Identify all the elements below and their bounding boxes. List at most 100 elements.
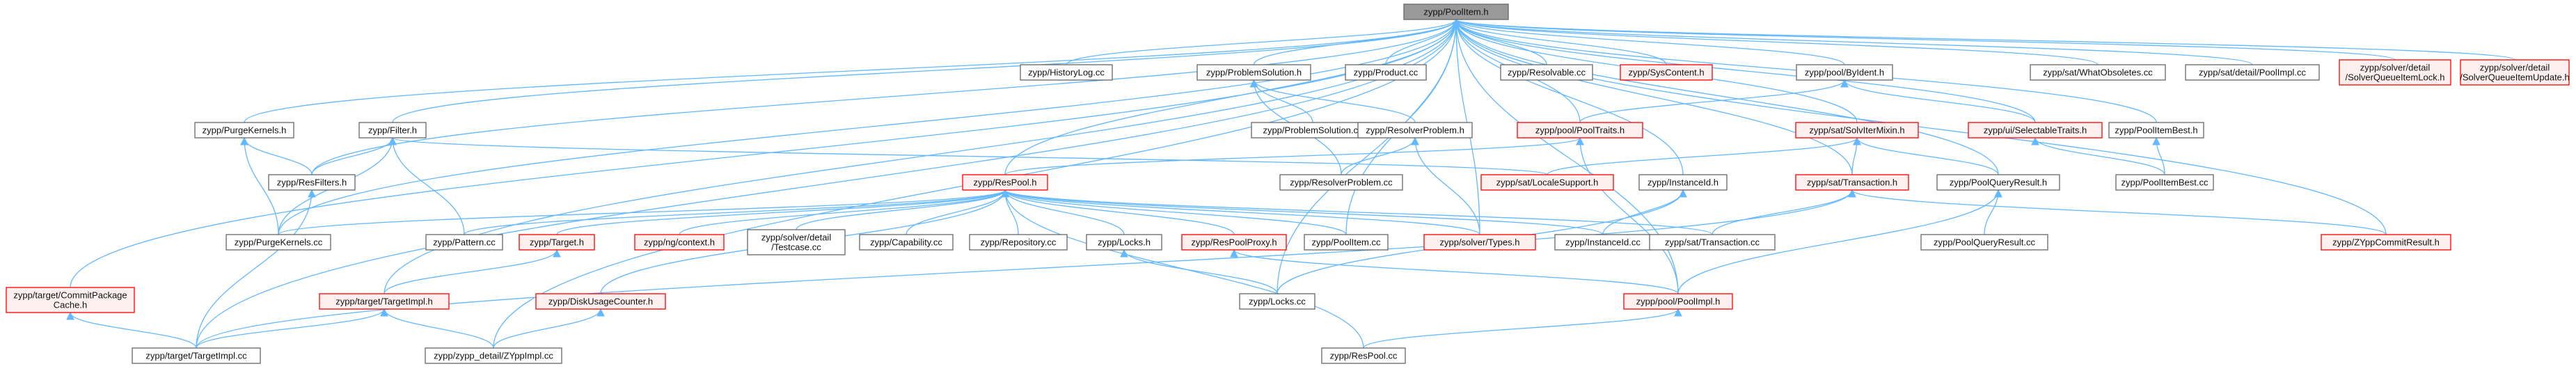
edge-pattern_cc-to-respool_h (464, 189, 1009, 235)
node-label: zypp/solver/Types.h (1440, 237, 1520, 248)
dependency-edge (2031, 136, 2165, 175)
node-zyppimpl_cc[interactable]: zypp/zypp_detail/ZYppImpl.cc (425, 347, 562, 364)
node-box (859, 234, 954, 251)
node-box (1480, 174, 1614, 191)
node-poolitembest_cc[interactable]: zypp/PoolItemBest.cc (2115, 174, 2214, 191)
node-instanceid_h[interactable]: zypp/InstanceId.h (1638, 174, 1728, 191)
edge-pooltraits_h-to-poolbyident_h (1579, 79, 1849, 123)
node-poolimpl_h[interactable]: zypp/pool/PoolImpl.h (1623, 293, 1733, 310)
dependency-edge (1712, 189, 1856, 235)
edge-problemsolution_h-to-root (1253, 18, 1460, 65)
node-resfilters_h[interactable]: zypp/ResFilters.h (268, 174, 356, 191)
node-solvitermixin_h[interactable]: zypp/sat/SolvIterMixin.h (1795, 122, 1919, 139)
node-label: zypp/Filter.h (368, 125, 417, 136)
node-label: zypp/ResolverProblem.cc (1290, 177, 1393, 188)
node-problemsolution_cc[interactable]: zypp/ProblemSolution.cc (1251, 122, 1375, 139)
node-filter_h[interactable]: zypp/Filter.h (358, 122, 427, 139)
node-respool_h[interactable]: zypp/ResPool.h (962, 174, 1048, 191)
dependency-edge (1579, 79, 1849, 123)
node-targetimpl_cc[interactable]: zypp/target/TargetImpl.cc (132, 347, 261, 364)
node-poolbyident_h[interactable]: zypp/pool/ByIdent.h (1796, 64, 1893, 81)
node-instanceid_cc[interactable]: zypp/InstanceId.cc (1554, 234, 1652, 251)
node-box (1620, 64, 1713, 81)
node-syscontent_h[interactable]: zypp/SysContent.h (1620, 64, 1713, 81)
node-poolitem_cc[interactable]: zypp/PoolItem.cc (1304, 234, 1389, 251)
edge-respoolproxy_h-to-respool_h (1001, 189, 1235, 235)
node-localesupport_h[interactable]: zypp/sat/LocaleSupport.h (1480, 174, 1614, 191)
node-sqitemlock_h[interactable]: zypp/solver/detail/SolverQueueItemLock.h (2339, 59, 2451, 86)
node-historylog_cc[interactable]: zypp/HistoryLog.cc (1020, 64, 1113, 81)
node-respool_cc[interactable]: zypp/ResPool.cc (1321, 347, 1406, 364)
node-types_h[interactable]: zypp/solver/Types.h (1423, 234, 1536, 251)
node-box (1196, 64, 1311, 81)
node-pooltraits_h[interactable]: zypp/pool/PoolTraits.h (1517, 122, 1643, 139)
node-zyppcommitresult_h[interactable]: zypp/ZYppCommitResult.h (2321, 234, 2451, 251)
dependency-edge (1576, 136, 1679, 294)
dependency-edge (380, 308, 494, 349)
dependency-edge (66, 311, 197, 349)
node-context_h[interactable]: zypp/ng/context.h (634, 234, 725, 251)
node-resolvable_cc[interactable]: zypp/Resolvable.cc (1500, 64, 1593, 81)
node-purgekernels_h[interactable]: zypp/PurgeKernels.h (194, 122, 294, 139)
node-box (1968, 122, 2103, 139)
node-diskusagecounter_h[interactable]: zypp/DiskUsageCounter.h (535, 293, 666, 310)
node-label: zypp/Locks.cc (1249, 297, 1306, 307)
dependency-edge (1004, 136, 1584, 175)
node-problemsolution_h[interactable]: zypp/ProblemSolution.h (1196, 64, 1311, 81)
node-resolverproblem_h[interactable]: zypp/ResolverProblem.h (1357, 122, 1473, 139)
edge-poolimpl_h-to-respoolproxy_h (1230, 248, 1679, 294)
dependency-edge (1452, 18, 1684, 175)
node-box (1500, 64, 1593, 81)
node-poolqueryresult_h[interactable]: zypp/PoolQueryResult.h (1936, 174, 2060, 191)
dependency-edge (196, 308, 388, 349)
node-locks_h[interactable]: zypp/Locks.h (1086, 234, 1162, 251)
node-label: zypp/PoolQueryResult.cc (1934, 237, 2035, 248)
node-product_cc[interactable]: zypp/Product.cc (1345, 64, 1427, 81)
dependency-edge (240, 136, 279, 235)
dependency-edge (1452, 18, 2515, 61)
node-selectabletraits_h[interactable]: zypp/ui/SelectableTraits.h (1968, 122, 2103, 139)
node-root[interactable]: zypp/PoolItem.h (1403, 3, 1509, 20)
node-poolitembest_h[interactable]: zypp/PoolItemBest.h (2108, 122, 2204, 139)
node-label: zypp/Resolvable.cc (1508, 68, 1586, 78)
node-respoolproxy_h[interactable]: zypp/ResPoolProxy.h (1181, 234, 1287, 251)
dependency-edge (1452, 18, 1667, 65)
edge-instanceid_h-to-root (1452, 18, 1684, 175)
node-pattern_cc[interactable]: zypp/Pattern.cc (425, 234, 503, 251)
node-capability_cc[interactable]: zypp/Capability.cc (859, 234, 954, 251)
node-box (1795, 174, 1909, 191)
node-box (2108, 122, 2204, 139)
node-label: zypp/Capability.cc (870, 237, 942, 248)
dependency-edge (1001, 189, 1235, 235)
node-label: zypp/sat/LocaleSupport.h (1496, 177, 1599, 188)
node-label: zypp/zypp_detail/ZYppImpl.cc (434, 351, 553, 361)
node-repository_cc[interactable]: zypp/Repository.cc (969, 234, 1068, 251)
node-poolqueryresult_cc[interactable]: zypp/PoolQueryResult.cc (1920, 234, 2048, 251)
node-testcase_cc[interactable]: zypp/solver/detail/Testcase.cc (747, 229, 846, 255)
node-box (425, 347, 562, 364)
dependency-edge (1547, 136, 1861, 175)
dependency-edge (1853, 136, 1999, 175)
node-box (1795, 122, 1919, 139)
node-satdetail_poolimpl_cc[interactable]: zypp/sat/detail/PoolImpl.cc (2185, 64, 2320, 81)
node-label: zypp/ui/SelectableTraits.h (1984, 125, 2087, 136)
node-purgekernels_cc[interactable]: zypp/PurgeKernels.cc (226, 234, 331, 251)
node-sqitemupdate_h[interactable]: zypp/solver/detail/SolverQueueItemUpdate… (2460, 59, 2570, 86)
node-transaction_h[interactable]: zypp/sat/Transaction.h (1795, 174, 1909, 191)
edge-testcase_cc-to-respool_h (796, 189, 1009, 230)
dependency-edge (1001, 189, 1713, 235)
dependency-edge (1452, 18, 2036, 123)
dependency-edge (1001, 189, 1347, 235)
dependency-edge (1452, 18, 2396, 61)
node-targetimpl_h[interactable]: zypp/target/TargetImpl.h (319, 293, 450, 310)
node-transaction_cc[interactable]: zypp/sat/Transaction.cc (1649, 234, 1776, 251)
node-target_h[interactable]: zypp/Target.h (519, 234, 595, 251)
node-whatobsoletes_cc[interactable]: zypp/sat/WhatObsoletes.cc (2030, 64, 2166, 81)
node-resolverproblem_cc[interactable]: zypp/ResolverProblem.cc (1279, 174, 1403, 191)
node-locks_cc[interactable]: zypp/Locks.cc (1239, 293, 1315, 310)
dependency-edge (1277, 18, 1460, 294)
node-label: zypp/Product.cc (1354, 68, 1419, 78)
node-box (1920, 234, 2048, 251)
